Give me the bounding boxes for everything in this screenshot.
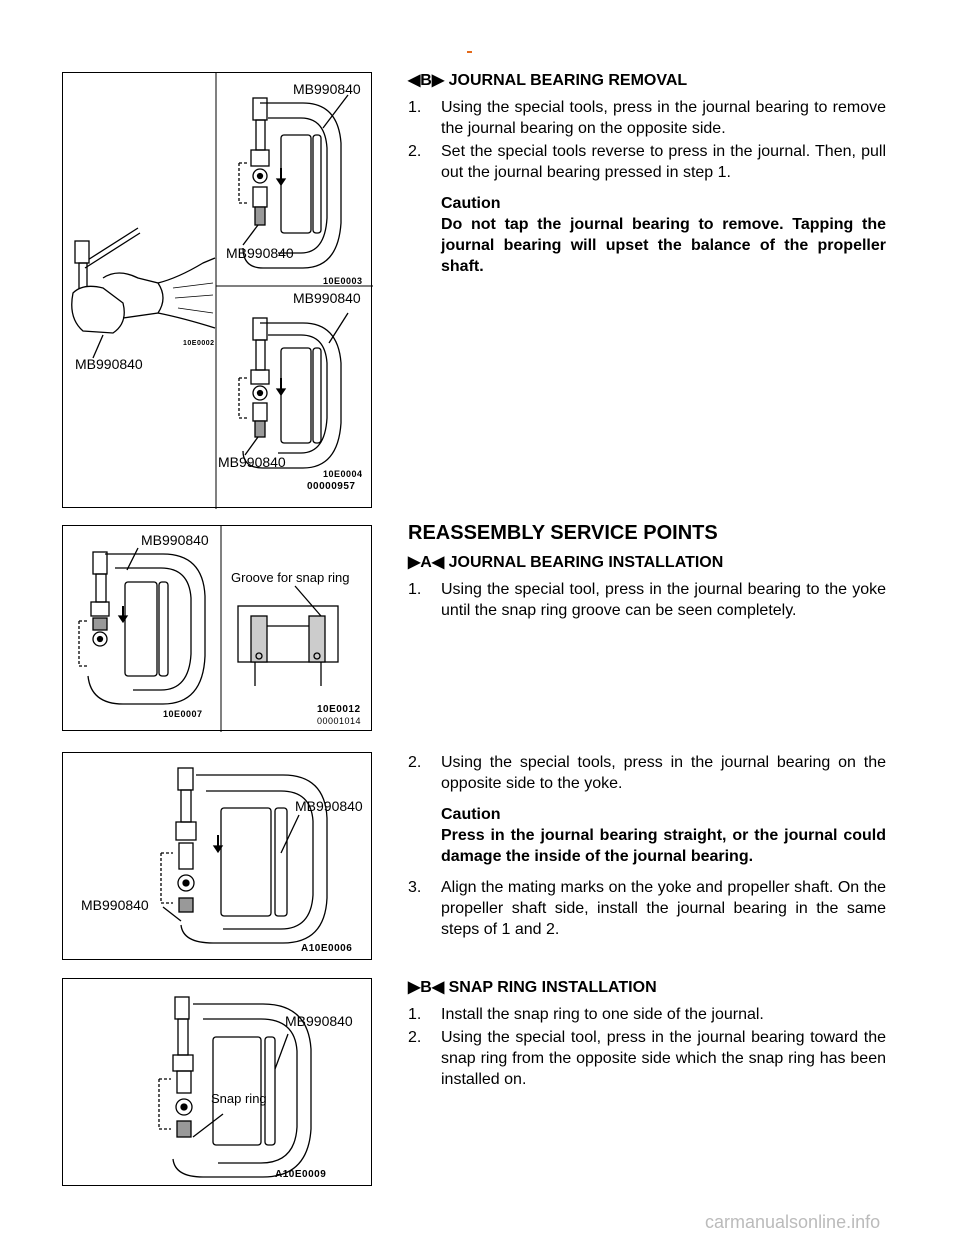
step-number: 1. (408, 581, 422, 598)
step-text: Using the special tool, press in the jou… (441, 581, 886, 619)
step-number: 2. (408, 754, 422, 771)
list-item: 1. Install the snap ring to one side of t… (408, 1004, 886, 1025)
step-text: Set the special tools reverse to press i… (441, 143, 886, 181)
section1-steps: 1. Using the special tools, press in the … (408, 97, 886, 183)
step-number: 2. (408, 1029, 422, 1046)
top-mark (467, 51, 472, 53)
fig2-label-groove: Groove for snap ring (231, 570, 350, 585)
caution-title: Caution (441, 195, 501, 212)
figure-journal-bearing-installation: MB990840 Groove for snap ring 10E0007 10… (62, 525, 372, 732)
section3-caution: Caution Press in the journal bearing str… (408, 804, 886, 867)
figure-snap-ring-installation: MB990840 Snap ring A10E0009 (62, 978, 372, 1186)
section-journal-bearing-installation: ▶A◀ JOURNAL BEARING INSTALLATION 1. Using… (408, 552, 886, 623)
fig1-label-top: MB990840 (293, 81, 361, 97)
step-text: Install the snap ring to one side of the… (441, 1006, 764, 1023)
fig4-label-tool: MB990840 (285, 1013, 353, 1029)
list-item: 3. Align the mating marks on the yoke and… (408, 877, 886, 940)
reassembly-heading: REASSEMBLY SERVICE POINTS (408, 522, 718, 544)
step-text: Using the special tools, press in the jo… (441, 99, 886, 137)
section2-heading-text: JOURNAL BEARING INSTALLATION (448, 554, 724, 571)
section-opposite-side: 2. Using the special tools, press in the … (408, 752, 886, 942)
fig4-code: A10E0009 (275, 1169, 327, 1180)
section-journal-bearing-removal: ◀B▶ JOURNAL BEARING REMOVAL 1. Using the … (408, 70, 886, 287)
figure-opposite-side-press: MB990840 MB990840 A10E0006 (62, 752, 372, 960)
fig1-code-b: 10E0002 (183, 340, 215, 347)
section2-heading-marker: ▶A◀ (408, 554, 445, 571)
caution-body: Press in the journal bearing straight, o… (441, 827, 886, 865)
fig1-label-right-lower: MB990840 (293, 290, 361, 306)
section3-steps-continued: 3. Align the mating marks on the yoke and… (408, 877, 886, 940)
figure-journal-bearing-removal: MB990840 MB990840 10E0003 MB990840 MB990… (62, 72, 373, 509)
fig1-code-c: 10E0004 (323, 469, 363, 479)
fig2-code-b: 10E0012 (317, 704, 361, 715)
section1-heading-marker: ◀B▶ (408, 72, 445, 89)
step-number: 1. (408, 1006, 422, 1023)
fig1-label-mid: MB990840 (226, 245, 294, 261)
list-item: 2. Using the special tool, press in the j… (408, 1027, 886, 1090)
list-item: 1. Using the special tools, press in the … (408, 97, 886, 139)
fig3-label-right: MB990840 (295, 798, 363, 814)
step-number: 1. (408, 99, 422, 116)
fig3-code: A10E0006 (301, 943, 353, 954)
section1-heading-text: JOURNAL BEARING REMOVAL (448, 72, 688, 89)
section2-heading: ▶A◀ JOURNAL BEARING INSTALLATION (408, 552, 886, 573)
step-text: Using the special tool, press in the jou… (441, 1029, 886, 1088)
section1-caution: Caution Do not tap the journal bearing t… (408, 193, 886, 277)
list-item: 2. Using the special tools, press in the … (408, 752, 886, 794)
figure-1-drawing (71, 73, 373, 509)
fig1-label-bottom: MB990840 (218, 454, 286, 470)
section2-steps: 1. Using the special tool, press in the j… (408, 579, 886, 621)
fig1-code-d: 00000957 (307, 481, 356, 492)
fig2-label-tool: MB990840 (141, 532, 209, 548)
section1-heading: ◀B▶ JOURNAL BEARING REMOVAL (408, 70, 886, 91)
caution-body: Do not tap the journal bearing to remove… (441, 216, 886, 275)
caution-title: Caution (441, 806, 501, 823)
footer-watermark: carmanualsonline.info (705, 1212, 881, 1232)
section4-heading-marker: ▶B◀ (408, 979, 445, 996)
section4-steps: 1. Install the snap ring to one side of t… (408, 1004, 886, 1090)
fig2-code-a: 10E0007 (163, 709, 203, 719)
step-number: 2. (408, 143, 422, 160)
fig1-code-a: 10E0003 (323, 276, 363, 286)
section3-steps: 2. Using the special tools, press in the … (408, 752, 886, 794)
figure-4-drawing (158, 996, 312, 1178)
fig2-code-c: 00001014 (317, 716, 362, 726)
list-item: 1. Using the special tool, press in the j… (408, 579, 886, 621)
list-item: 2. Set the special tools reverse to press… (408, 141, 886, 183)
fig1-label-left: MB990840 (75, 356, 143, 372)
step-text: Using the special tools, press in the jo… (441, 754, 886, 792)
step-text: Align the mating marks on the yoke and p… (441, 879, 886, 938)
section4-heading: ▶B◀ SNAP RING INSTALLATION (408, 977, 886, 998)
step-number: 3. (408, 879, 422, 896)
figure-2-drawing (78, 526, 339, 732)
section4-heading-text: SNAP RING INSTALLATION (448, 979, 657, 996)
fig3-label-left: MB990840 (81, 897, 149, 913)
section-snap-ring-installation: ▶B◀ SNAP RING INSTALLATION 1. Install the… (408, 977, 886, 1092)
fig4-label-snap: Snap ring (211, 1091, 267, 1106)
figure-3-drawing (160, 767, 328, 944)
